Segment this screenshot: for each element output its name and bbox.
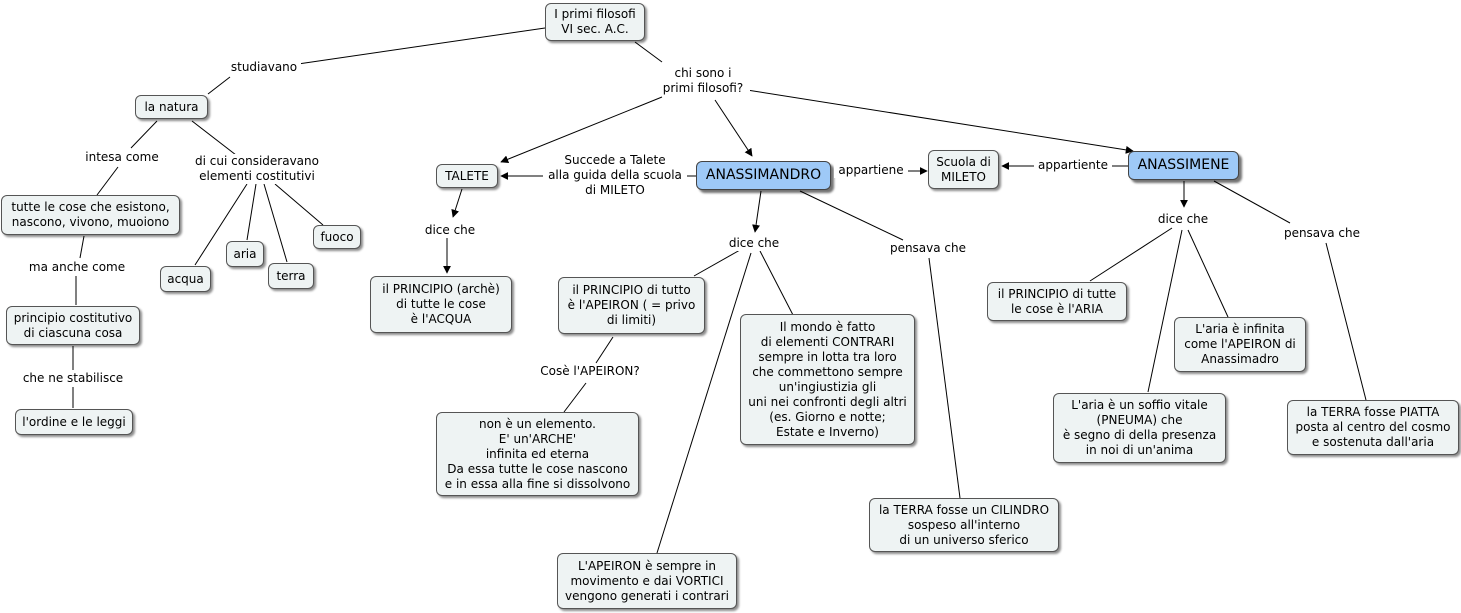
line-chisono-anassimandro: [714, 99, 753, 157]
line-dicethe-contrari: [759, 250, 794, 316]
node-cilindro[interactable]: la TERRA fosse un CILINDRO sospeso all'i…: [869, 498, 1059, 552]
line-elementi-aria: [246, 183, 257, 241]
line-pensava-cilindro: [928, 257, 961, 499]
line-dicethe-principio-a: [693, 249, 741, 277]
line-dicethe-vortici: [656, 252, 752, 554]
node-anassimene[interactable]: ANASSIMENE: [1128, 151, 1239, 180]
line-elementi-terra: [263, 183, 288, 263]
line-intesa-tutte: [96, 166, 119, 196]
label-dice-che-anassimandro: dice che: [724, 236, 784, 251]
line-anassimandro-pensava: [799, 190, 904, 241]
node-fuoco[interactable]: fuoco: [313, 225, 361, 249]
line-natura-elementi: [191, 120, 237, 156]
line-chisono-anassimene: [746, 89, 1134, 154]
line-pensava-piatta: [1325, 242, 1367, 401]
label-chi-sono: chi sono i primi filosofi?: [656, 66, 750, 96]
node-principio-costitutivo[interactable]: principio costitutivo di ciascuna cosa: [6, 306, 140, 345]
node-anassimandro-principio[interactable]: il PRINCIPIO di tutto è l'APEIRON ( = pr…: [558, 277, 705, 334]
line-tutte-maanche: [79, 235, 85, 259]
label-intesa-come: intesa come: [82, 150, 162, 165]
node-anassimandro[interactable]: ANASSIMANDRO: [696, 161, 831, 190]
line-dicethe-infinita: [1187, 229, 1229, 318]
line-anassimandro-dicethe: [752, 190, 762, 233]
node-pneuma[interactable]: L'aria è un soffio vitale (PNEUMA) che è…: [1053, 393, 1226, 463]
label-dice-che-talete: dice che: [420, 223, 480, 238]
node-natura[interactable]: la natura: [135, 95, 208, 119]
line-studiavano-natura: [207, 76, 231, 95]
node-scuola-mileto[interactable]: Scuola di MILETO: [928, 150, 999, 189]
line-natura-intesa: [130, 120, 158, 149]
node-aria-infinita[interactable]: L'aria è infinita come l'APEIRON di Anas…: [1174, 317, 1306, 372]
node-terra[interactable]: terra: [268, 263, 314, 289]
node-aria-principio[interactable]: il PRINCIPIO di tutte le cose è l'ARIA: [987, 282, 1127, 321]
node-tutte-cose[interactable]: tutte le cose che esistono, nascono, viv…: [1, 195, 180, 235]
node-vortici[interactable]: L'APEIRON è sempre in movimento e dai VO…: [557, 553, 737, 609]
label-ma-anche-come: ma anche come: [25, 260, 129, 275]
label-appartiene: appartiene: [834, 163, 908, 178]
label-appartiente: appartiente: [1034, 158, 1112, 173]
line-dicethe-pneuma: [1147, 229, 1183, 393]
line-root-chisono: [634, 41, 663, 63]
label-pensava-che-anassimandro: pensava che: [883, 241, 973, 256]
label-che-ne-stabilisce: che ne stabilisce: [18, 371, 128, 386]
label-cose-apeiron: Cosè l'APEIRON?: [534, 364, 646, 379]
line-cose-apeiron: [563, 382, 587, 413]
line-root-studiavano: [297, 27, 546, 65]
label-succede-a-talete: Succede a Talete alla guida della scuola…: [543, 153, 687, 198]
line-anassimene-pensava: [1213, 180, 1291, 224]
line-chisono-talete: [500, 96, 663, 164]
node-terra-piatta[interactable]: la TERRA fosse PIATTA posta al centro de…: [1287, 400, 1459, 455]
node-root[interactable]: I primi filosofi VI sec. A.C.: [545, 3, 645, 41]
node-apeiron-definizione[interactable]: non è un elemento. E' un'ARCHE' infinita…: [436, 412, 639, 496]
label-elementi-costitutivi: di cui consideravano elementi costitutiv…: [193, 154, 321, 184]
label-studiavano: studiavano: [227, 60, 301, 75]
line-talete-dicethe: [451, 188, 463, 218]
line-dicethe-aria-principio: [1089, 227, 1173, 282]
node-talete[interactable]: TALETE: [436, 164, 498, 188]
node-acqua[interactable]: acqua: [160, 266, 211, 292]
line-elementi-acqua: [194, 183, 248, 266]
node-contrari[interactable]: Il mondo è fatto di elementi CONTRARI se…: [740, 314, 915, 445]
node-talete-principio[interactable]: il PRINCIPIO (archè) di tutte le cose è …: [370, 276, 512, 333]
node-aria[interactable]: aria: [226, 241, 264, 267]
line-principio-cose: [595, 336, 614, 364]
line-elementi-fuoco: [274, 183, 324, 226]
node-ordine[interactable]: l'ordine e le leggi: [15, 409, 133, 435]
label-dice-che-anassimene: dice che: [1153, 212, 1213, 227]
label-pensava-che-anassimene: pensava che: [1277, 226, 1367, 241]
